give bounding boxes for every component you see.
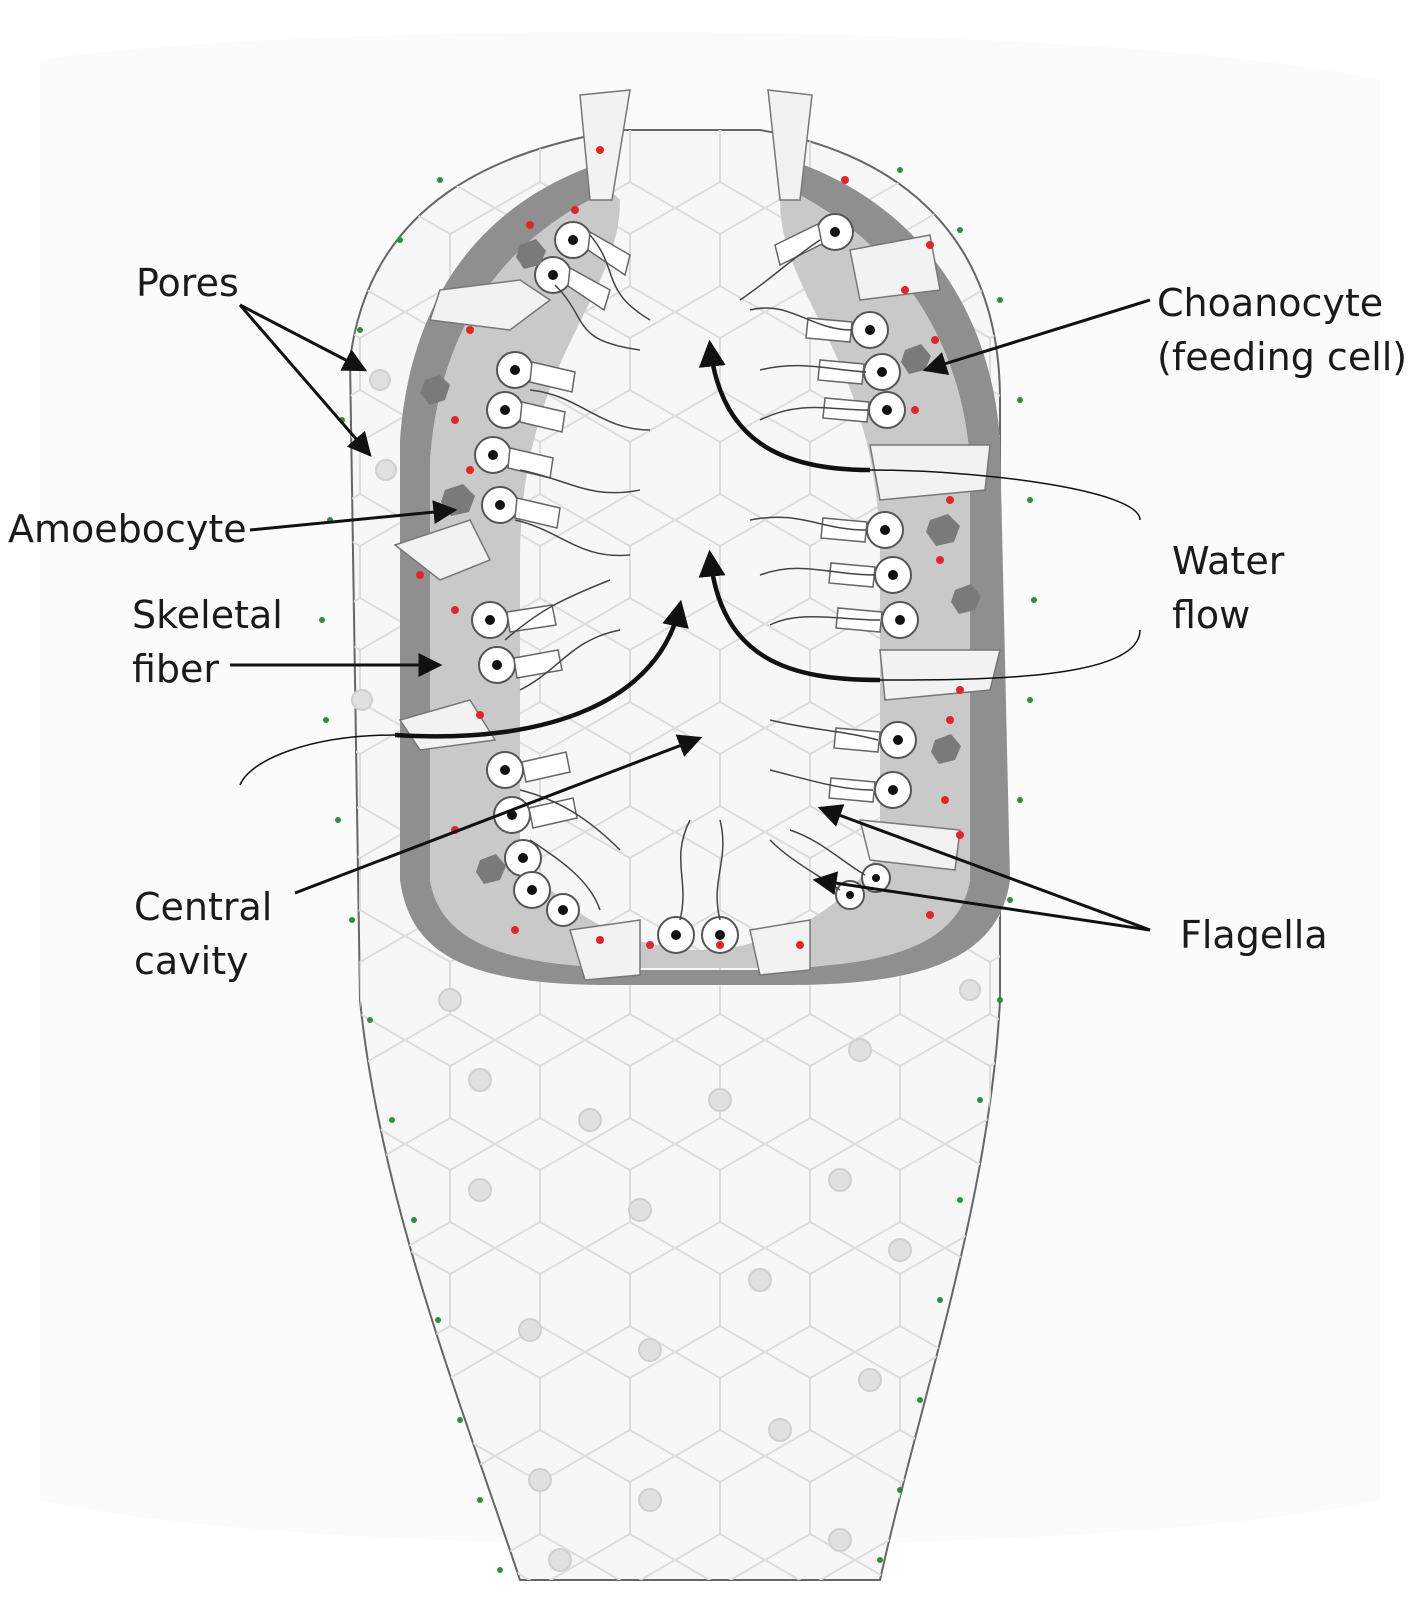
skeletal-text-line2: fiber (132, 647, 220, 691)
water-flow-text-line1: Water (1172, 539, 1285, 583)
water-flow-thin-line-lower (879, 629, 1141, 681)
label-amoebocyte: Amoebocyte (8, 502, 247, 556)
pores-text: Pores (136, 261, 239, 305)
water-flow-thin-line-left (239, 734, 396, 786)
choanocyte-leader (922, 298, 1151, 376)
choanocyte-cells (393, 89, 1001, 981)
wall-inner-grey (430, 190, 970, 968)
label-water-flow: Water flow (1172, 534, 1284, 642)
skeletal-text-line1: Skeletal (132, 593, 283, 637)
water-flow-thin-line-upper (869, 469, 1141, 521)
body-wall (400, 160, 1010, 985)
flagella-text: Flagella (1180, 913, 1328, 957)
flagella-leader-1 (817, 804, 1151, 932)
central-cavity-text-line2: cavity (134, 939, 249, 983)
central-cavity-leader (294, 734, 703, 895)
water-flow-arrows (394, 339, 881, 739)
pore-icons (351, 369, 981, 1572)
flagella-leader-2 (812, 871, 1151, 932)
label-choanocyte: Choanocyte (feeding cell) (1157, 276, 1407, 384)
label-flagella: Flagella (1180, 908, 1328, 962)
water-flow-arrow-left (394, 599, 689, 739)
pores-leader-1 (239, 303, 368, 372)
central-cavity-text-line1: Central (134, 885, 273, 929)
choanocyte-text-line1: Choanocyte (1157, 281, 1384, 325)
water-flow-arrow-middle (698, 549, 881, 683)
label-central-cavity: Central cavity (134, 880, 272, 988)
label-pores: Pores (136, 256, 239, 310)
amoebocyte-leader (249, 500, 458, 532)
leader-lines (230, 298, 1151, 932)
pores-leader-2 (238, 304, 372, 457)
green-speckles (319, 167, 1037, 1573)
amoebocyte-text: Amoebocyte (8, 507, 247, 551)
label-skeletal-fiber: Skeletal fiber (132, 588, 283, 696)
water-flow-arrow-upper (698, 339, 871, 473)
water-flow-text-line2: flow (1172, 593, 1251, 637)
choanocyte-text-line2: (feeding cell) (1157, 335, 1408, 379)
